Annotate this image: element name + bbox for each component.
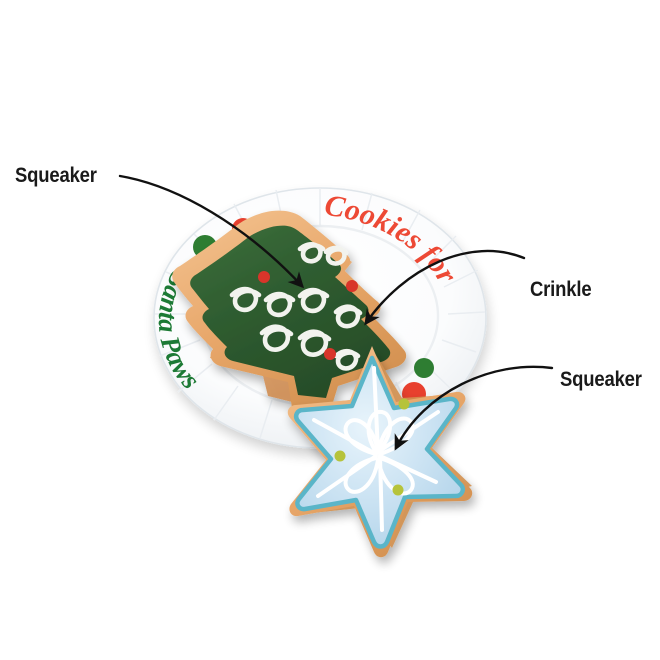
snowflake-star-cookie xyxy=(287,346,473,558)
christmas-tree-cookie xyxy=(172,210,407,412)
arrow-crinkle xyxy=(364,249,526,326)
callout-label-squeaker-star: Squeaker xyxy=(560,368,642,391)
star-accent-dots xyxy=(334,398,410,496)
callout-arrows xyxy=(118,174,554,451)
snowflake-icing xyxy=(312,366,440,532)
callout-label-squeaker-tree: Squeaker xyxy=(15,164,97,187)
arrow-squeaker-tree xyxy=(118,174,305,289)
tree-ornaments xyxy=(258,271,358,360)
callout-label-crinkle: Crinkle xyxy=(530,278,592,301)
tree-icing-swirls xyxy=(229,242,363,371)
arrow-squeaker-star xyxy=(394,365,554,451)
